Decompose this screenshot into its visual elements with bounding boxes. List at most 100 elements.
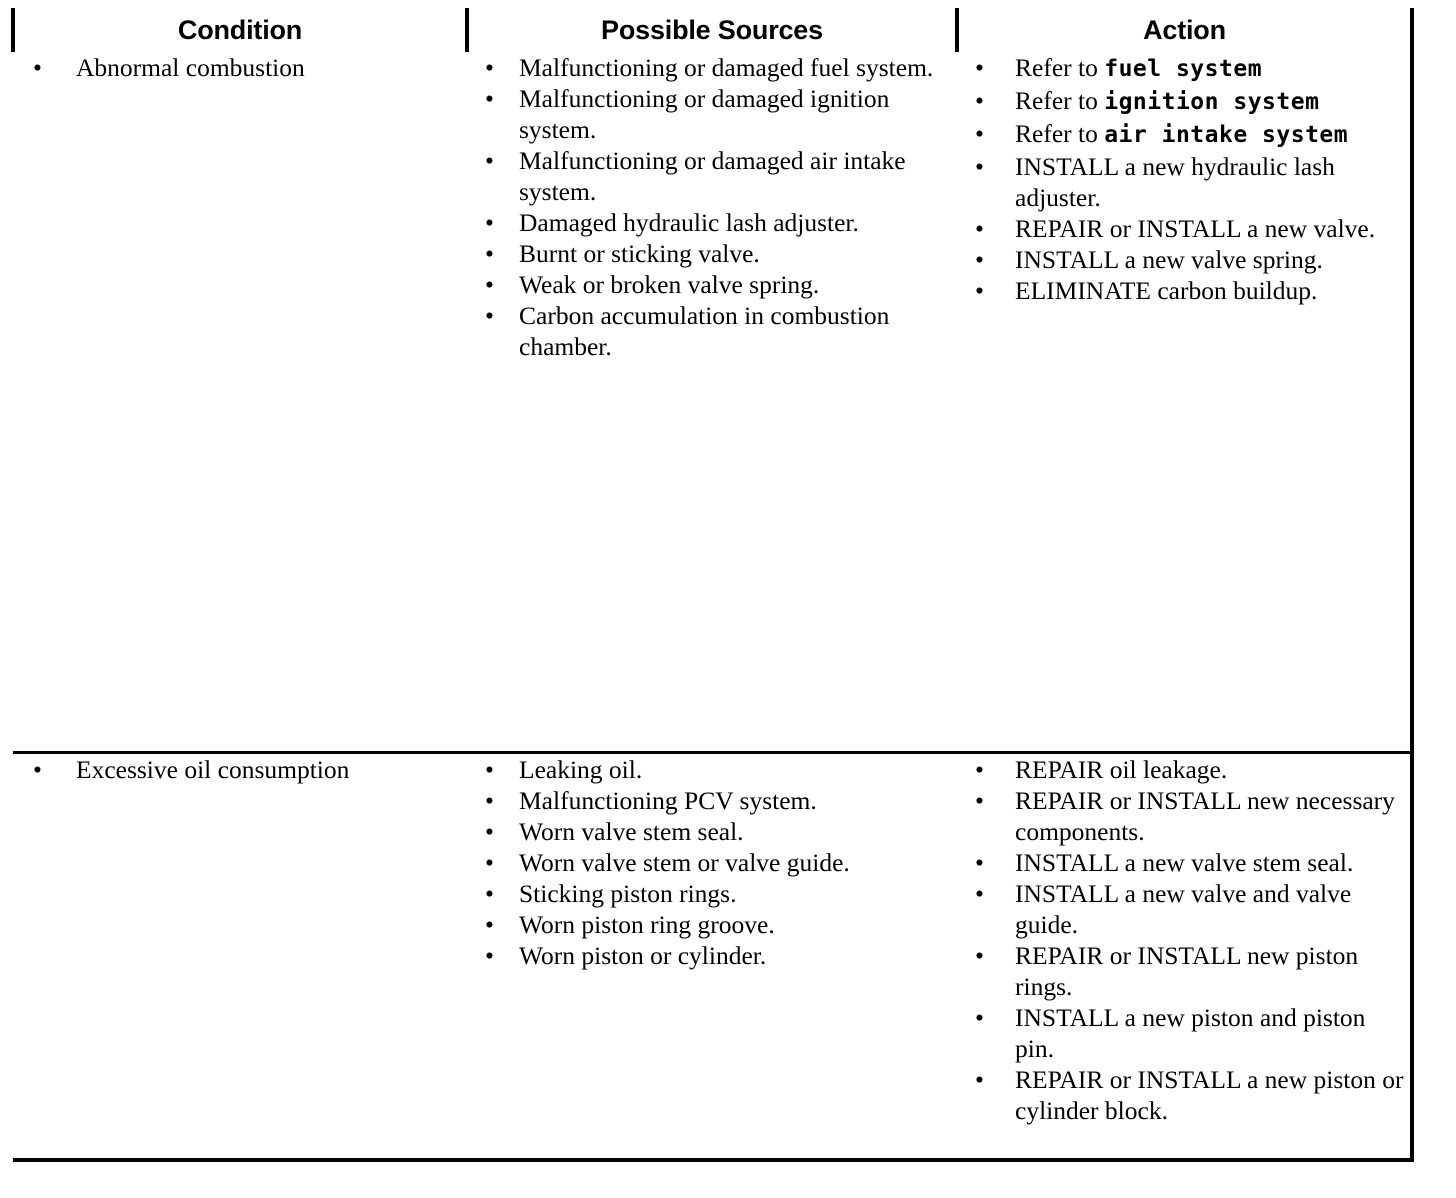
list-item-label: INSTALL a new hydraulic lash adjuster.: [1015, 152, 1335, 212]
list-item-label: Damaged hydraulic lash adjuster.: [519, 208, 859, 237]
bullet-icon: •: [975, 1002, 984, 1032]
bullet-icon: •: [975, 878, 984, 908]
cell-possible-sources: • Leaking oil. • Malfunctioning PCV syst…: [467, 752, 957, 1162]
list-item-label: Sticking piston rings.: [519, 878, 737, 908]
condition-list: • Excessive oil consumption: [13, 754, 467, 785]
bullet-icon: •: [975, 847, 984, 877]
cell-action: • REPAIR oil leakage. • REPAIR or INSTAL…: [957, 752, 1414, 1162]
bullet-icon: •: [485, 878, 494, 908]
list-item: • Worn piston ring groove.: [467, 909, 957, 940]
list-item: • INSTALL a new hydraulic lash adjuster.: [957, 151, 1410, 213]
reference-name: fuel system: [1104, 56, 1263, 82]
bullet-icon: •: [975, 53, 984, 82]
refer-prefix: Refer to: [1015, 86, 1105, 115]
list-item-label: Malfunctioning or damaged air intake sys…: [519, 146, 906, 206]
bullet-icon: •: [485, 847, 494, 877]
list-item: • REPAIR oil leakage.: [957, 754, 1410, 785]
cell-possible-sources: • Malfunctioning or damaged fuel system.…: [467, 52, 957, 754]
list-item-label: ELIMINATE carbon buildup.: [1015, 276, 1318, 305]
list-item-label: Worn piston ring groove.: [519, 909, 775, 939]
list-item-label: Malfunctioning or damaged fuel system.: [519, 53, 934, 82]
table-row: • Abnormal combustion • Malfunctioning o…: [13, 52, 1414, 754]
cell-condition: • Abnormal combustion: [13, 52, 467, 754]
list-item: • ELIMINATE carbon buildup.: [957, 275, 1410, 306]
list-item: • REPAIR or INSTALL a new piston or cyli…: [957, 1064, 1410, 1126]
list-item: • Worn piston or cylinder.: [467, 940, 957, 971]
possible-sources-list: • Malfunctioning or damaged fuel system.…: [467, 52, 957, 362]
list-item-label: Weak or broken valve spring.: [519, 270, 820, 299]
column-header-possible-sources: Possible Sources: [465, 8, 957, 52]
bullet-icon: •: [975, 1064, 984, 1094]
reference-name: ignition system: [1104, 89, 1320, 115]
list-item-label: Abnormal combustion: [76, 53, 305, 82]
bullet-icon: •: [485, 785, 494, 815]
list-item-label: Malfunctioning PCV system.: [519, 785, 817, 815]
list-item: • Refer to air intake system: [957, 118, 1410, 151]
table-body: • Abnormal combustion • Malfunctioning o…: [13, 52, 1414, 1162]
bullet-icon: •: [975, 276, 984, 305]
list-item-label: REPAIR oil leakage.: [1015, 754, 1228, 784]
cell-condition: • Excessive oil consumption: [13, 752, 467, 1162]
list-item-label: Refer to ignition system: [1015, 85, 1410, 118]
bullet-icon: •: [975, 940, 984, 970]
list-item-label: INSTALL a new valve stem seal.: [1015, 847, 1354, 877]
list-item: • Worn valve stem seal.: [467, 816, 957, 847]
bullet-icon: •: [975, 245, 984, 274]
reference-name: air intake system: [1104, 122, 1349, 148]
troubleshooting-table: Condition Possible Sources Action • Abno…: [11, 8, 1414, 1162]
bullet-icon: •: [975, 86, 984, 115]
list-item: • Excessive oil consumption: [13, 754, 467, 785]
list-item-label: Leaking oil.: [519, 754, 643, 784]
list-item-label: REPAIR or INSTALL a new valve.: [1015, 214, 1376, 243]
list-item: • Abnormal combustion: [13, 52, 467, 83]
list-item-label: Worn valve stem or valve guide.: [519, 847, 850, 877]
bullet-icon: •: [485, 940, 494, 970]
column-header-action: Action: [955, 8, 1414, 52]
list-item: • Malfunctioning PCV system.: [467, 785, 957, 816]
list-item: • Carbon accumulation in combustion cham…: [467, 300, 957, 362]
list-item: • Refer to ignition system: [957, 85, 1410, 118]
bullet-icon: •: [33, 53, 42, 82]
list-item: • Burnt or sticking valve.: [467, 238, 957, 269]
list-item: • Refer to fuel system: [957, 52, 1410, 85]
table-row: • Excessive oil consumption • Leaking oi…: [13, 752, 1414, 1162]
list-item: • Weak or broken valve spring.: [467, 269, 957, 300]
list-item-label: Worn valve stem seal.: [519, 816, 744, 846]
bullet-icon: •: [33, 754, 42, 784]
list-item-label: Excessive oil consumption: [76, 754, 350, 784]
list-item-label: INSTALL a new valve and valve guide.: [1015, 878, 1352, 939]
bullet-icon: •: [975, 754, 984, 784]
list-item: • Malfunctioning or damaged ignition sys…: [467, 83, 957, 145]
list-item: • REPAIR or INSTALL a new valve.: [957, 213, 1410, 244]
list-item-label: Carbon accumulation in combustion chambe…: [519, 301, 890, 361]
list-item-label: INSTALL a new valve spring.: [1015, 245, 1323, 274]
list-item: • Damaged hydraulic lash adjuster.: [467, 207, 957, 238]
refer-prefix: Refer to: [1015, 119, 1105, 148]
refer-prefix: Refer to: [1015, 53, 1105, 82]
bullet-icon: •: [485, 754, 494, 784]
bullet-icon: •: [485, 301, 494, 330]
bullet-icon: •: [485, 146, 494, 175]
list-item-label: REPAIR or INSTALL new piston rings.: [1015, 940, 1359, 1001]
list-item: • REPAIR or INSTALL new necessary compon…: [957, 785, 1410, 847]
bullet-icon: •: [485, 208, 494, 237]
list-item-label: Burnt or sticking valve.: [519, 239, 760, 268]
list-item: • Worn valve stem or valve guide.: [467, 847, 957, 878]
bullet-icon: •: [485, 909, 494, 939]
list-item-label: Worn piston or cylinder.: [519, 940, 767, 970]
bullet-icon: •: [485, 84, 494, 113]
list-item: • INSTALL a new valve and valve guide.: [957, 878, 1410, 940]
list-item-label: REPAIR or INSTALL a new piston or cylind…: [1015, 1064, 1404, 1125]
list-item: • INSTALL a new piston and piston pin.: [957, 1002, 1410, 1064]
possible-sources-list: • Leaking oil. • Malfunctioning PCV syst…: [467, 754, 957, 971]
list-item: • Leaking oil.: [467, 754, 957, 785]
action-list: • Refer to fuel system • Refer to igniti…: [957, 52, 1410, 306]
list-item-label: Refer to fuel system: [1015, 52, 1410, 85]
list-item-label: Refer to air intake system: [1015, 118, 1410, 151]
condition-list: • Abnormal combustion: [13, 52, 467, 83]
column-header-condition: Condition: [11, 8, 467, 52]
list-item: • Sticking piston rings.: [467, 878, 957, 909]
bullet-icon: •: [975, 119, 984, 148]
list-item-label: Malfunctioning or damaged ignition syste…: [519, 84, 890, 144]
